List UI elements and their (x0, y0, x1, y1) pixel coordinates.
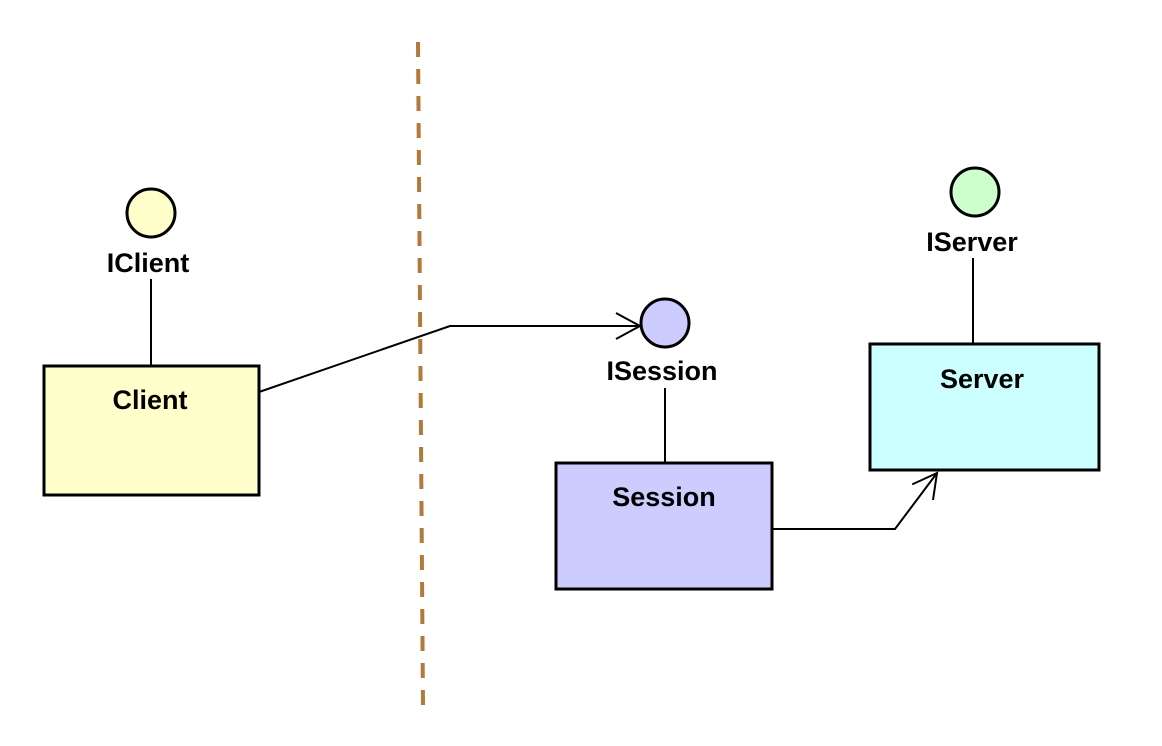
system-boundary-line (416, 41, 425, 707)
server-component-label: Server (940, 364, 1025, 394)
session-component-label: Session (612, 482, 716, 512)
iclient-interface-icon[interactable] (125, 187, 177, 239)
isession-interface-label: ISession (606, 356, 717, 386)
iserver-interface-label: IServer (926, 227, 1018, 257)
client-to-isession-connector (258, 312, 643, 393)
iclient-interface-label: IClient (107, 248, 190, 278)
iserver-interface-icon[interactable] (949, 166, 1001, 218)
client-component-label: Client (112, 385, 187, 415)
session-component-box[interactable] (554, 461, 774, 591)
isession-interface-icon[interactable] (639, 297, 691, 349)
session-to-server-connector (772, 471, 939, 530)
server-component-box[interactable] (868, 342, 1101, 472)
client-component-box[interactable] (42, 364, 261, 497)
